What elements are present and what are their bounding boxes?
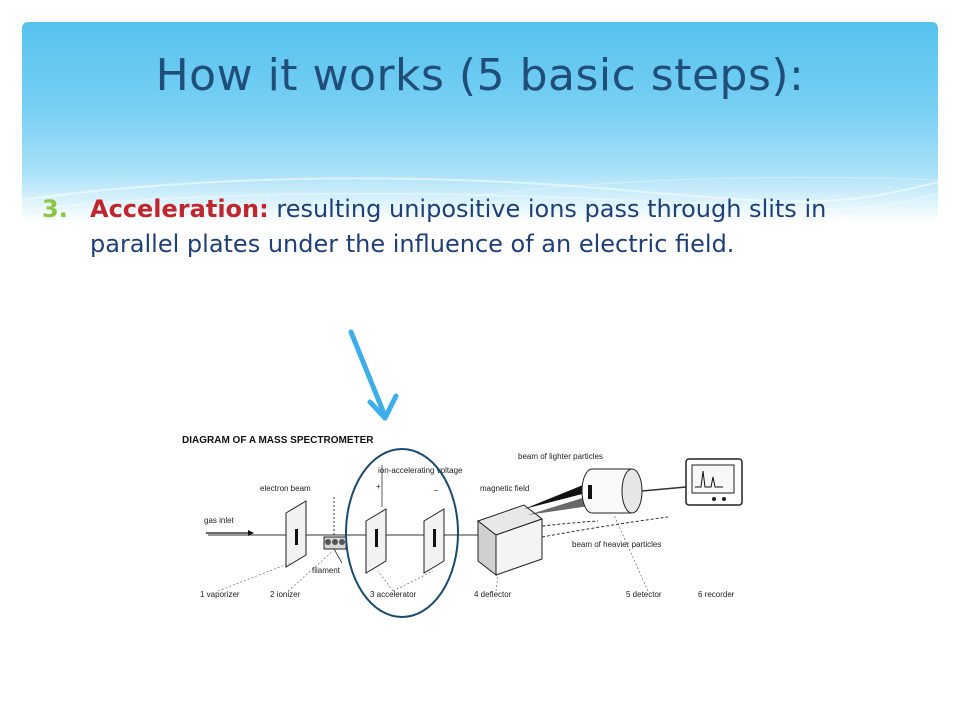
beam-lighter-label: beam of lighter particles	[518, 452, 603, 461]
recorder-knob	[712, 497, 716, 501]
ionizer-coil	[332, 539, 338, 545]
step-description: resulting unipositive ions pass through …	[90, 195, 827, 258]
beam-heavier	[541, 516, 669, 538]
electron-beam-label: electron beam	[260, 484, 311, 493]
deflector-front	[495, 518, 543, 576]
recorder-knob	[722, 497, 726, 501]
leader-line	[495, 574, 499, 592]
plus-sign: +	[376, 482, 381, 491]
diagram-title: DIAGRAM OF A MASS SPECTROMETER	[182, 435, 374, 446]
ionizer-coil	[325, 539, 331, 545]
gas-inlet-label: gas inlet	[204, 516, 235, 525]
leader-line	[377, 570, 394, 592]
filament-label: filament	[312, 566, 341, 575]
accelerator-slit-1	[375, 529, 378, 547]
stage-label: 1 vaporizer	[200, 590, 240, 599]
leader-line	[392, 570, 434, 592]
detector-back	[621, 468, 643, 514]
magnetic-field-label: magnetic field	[480, 484, 529, 493]
ion-accelerating-voltage-label: ion-accelerating voltage	[378, 466, 463, 475]
stage-label: 5 detector	[626, 590, 662, 599]
beam-mid	[528, 495, 596, 515]
recorder-cable	[641, 486, 687, 492]
pointer-arrow-icon	[348, 329, 399, 421]
leader-line	[613, 514, 649, 592]
stage-label: 4 deflector	[474, 590, 512, 599]
leader-line	[217, 562, 291, 592]
filament-pointer	[333, 548, 343, 564]
beam-lighter	[524, 483, 594, 509]
recorder-trace	[695, 470, 723, 488]
minus-sign: _	[433, 482, 439, 491]
step-number: 3.	[42, 195, 68, 223]
gas-inlet-arrowhead	[248, 530, 254, 536]
stage-label: 3 accelerator	[370, 590, 417, 599]
ionizer-coil	[339, 539, 345, 545]
accelerator-slit-2	[433, 529, 436, 547]
beam-heavier-label: beam of heavier particles	[572, 540, 661, 549]
vaporizer-slit	[295, 529, 298, 545]
slide-title: How it works (5 basic steps):	[155, 50, 805, 101]
accelerator-highlight-ring	[345, 448, 459, 618]
step-body: Acceleration: resulting unipositive ions…	[90, 192, 890, 262]
stage-label: 6 recorder	[698, 590, 735, 599]
detector-slit	[588, 485, 592, 499]
wave-decoration	[22, 176, 938, 222]
stage-label: 2 ionizer	[270, 590, 301, 599]
step-term: Acceleration:	[90, 195, 269, 223]
mass-spectrometer-diagram: DIAGRAM OF A MASS SPECTROMETER gas inlet…	[182, 435, 743, 618]
title-banner	[22, 22, 938, 222]
